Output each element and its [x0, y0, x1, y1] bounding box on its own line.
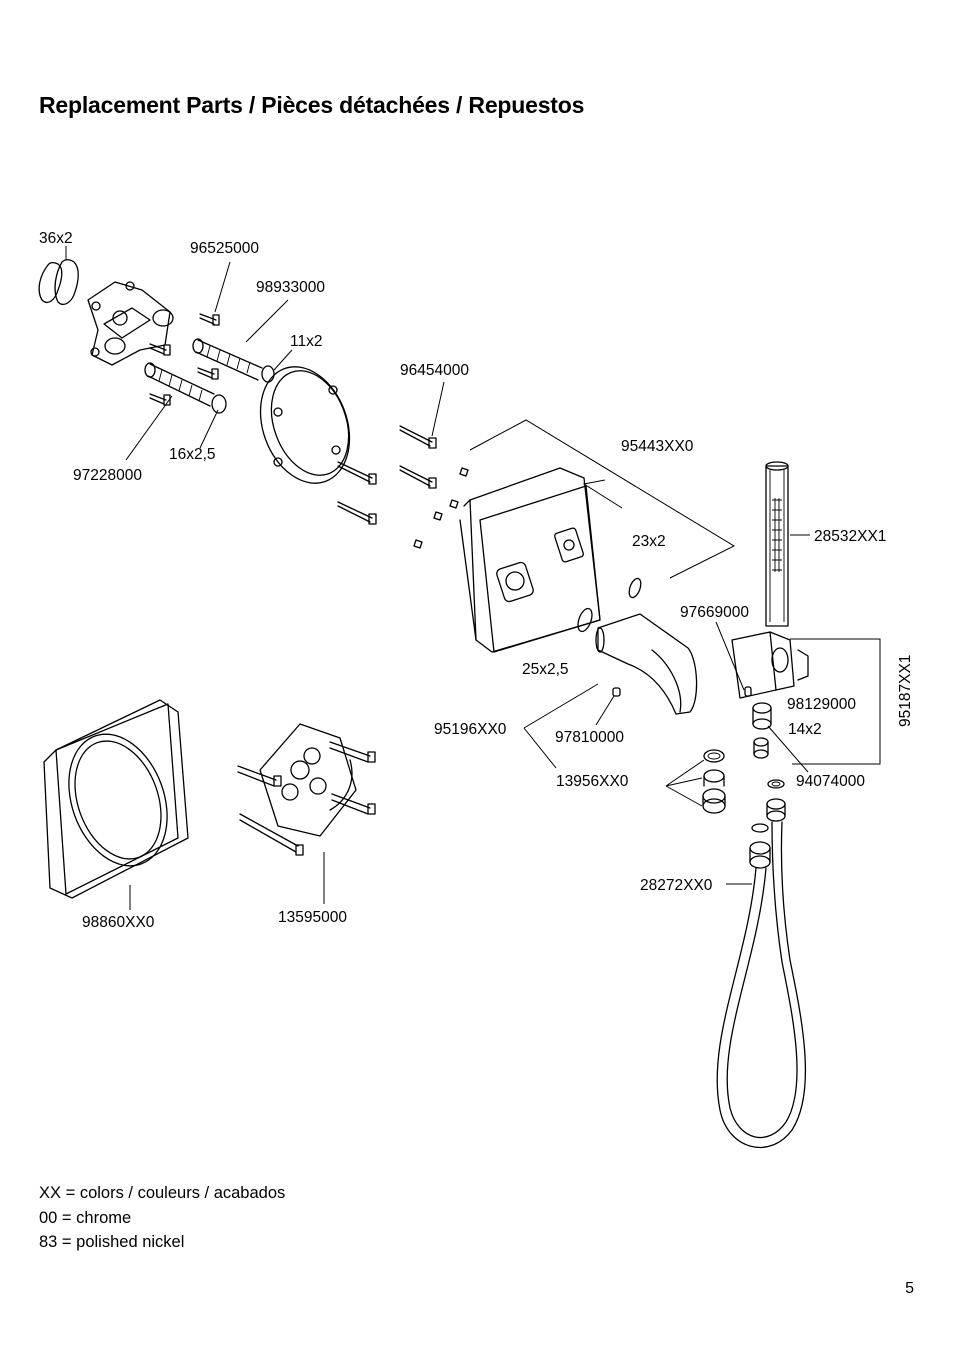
spout-drawing	[595, 613, 698, 715]
page-title: Replacement Parts / Pièces détachées / R…	[39, 92, 585, 118]
spout-screw-drawing	[612, 687, 621, 697]
label-94074000: 94074000	[796, 773, 865, 790]
screws-drawing	[149, 313, 220, 406]
label-98860XX0: 98860XX0	[82, 914, 155, 931]
small-screw-97669000-drawing	[744, 686, 752, 697]
label-11x2: 11x2	[290, 333, 322, 350]
long-screws-drawing	[337, 425, 469, 549]
round-plate-drawing	[259, 366, 351, 484]
mounting-body-drawing	[87, 281, 174, 366]
label-95187XX1: 95187XX1	[897, 655, 914, 727]
label-96454000: 96454000	[400, 362, 469, 379]
label-97228000: 97228000	[73, 467, 142, 484]
trim-plate-drawing	[459, 467, 601, 653]
label-16x25: 16x2,5	[169, 446, 216, 463]
label-95196XX0: 95196XX0	[434, 721, 507, 738]
connector-fittings-drawing	[702, 702, 786, 869]
label-23x2: 23x2	[632, 533, 666, 550]
label-36x2: 36x2	[39, 230, 73, 247]
o-ring-23x2-drawing	[628, 577, 642, 599]
shower-holder-drawing	[731, 631, 809, 699]
shower-hose-drawing	[716, 821, 807, 1149]
label-95443XX0: 95443XX0	[621, 438, 694, 455]
label-13595000: 13595000	[278, 909, 347, 926]
label-28272XX0: 28272XX0	[640, 877, 713, 894]
leader-lines	[65, 246, 881, 910]
o-ring-25x25-drawing	[577, 607, 593, 633]
page-number: 5	[905, 1280, 914, 1297]
hand-shower-drawing	[765, 461, 789, 627]
legend-line-polished-nickel: 83 = polished nickel	[39, 1233, 185, 1251]
label-96525000: 96525000	[190, 240, 259, 257]
finish-legend: XX = colors / couleurs / acabados 00 = c…	[39, 1181, 285, 1255]
label-28532XX1: 28532XX1	[814, 528, 886, 545]
label-97669000: 97669000	[680, 604, 749, 621]
label-14x2: 14x2	[788, 721, 822, 738]
legend-line-colors: XX = colors / couleurs / acabados	[39, 1184, 286, 1202]
extension-tube-lower-drawing	[144, 362, 227, 414]
label-25x25: 25x2,5	[522, 661, 569, 678]
label-98933000: 98933000	[256, 279, 325, 296]
o-ring-36x2-drawing	[38, 259, 79, 306]
label-97810000: 97810000	[555, 729, 624, 746]
square-frame-drawing	[43, 699, 189, 899]
legend-line-chrome: 00 = chrome	[39, 1208, 132, 1227]
label-13956XX0: 13956XX0	[556, 773, 629, 790]
valve-body-drawing	[237, 723, 376, 856]
label-98129000: 98129000	[787, 696, 856, 713]
